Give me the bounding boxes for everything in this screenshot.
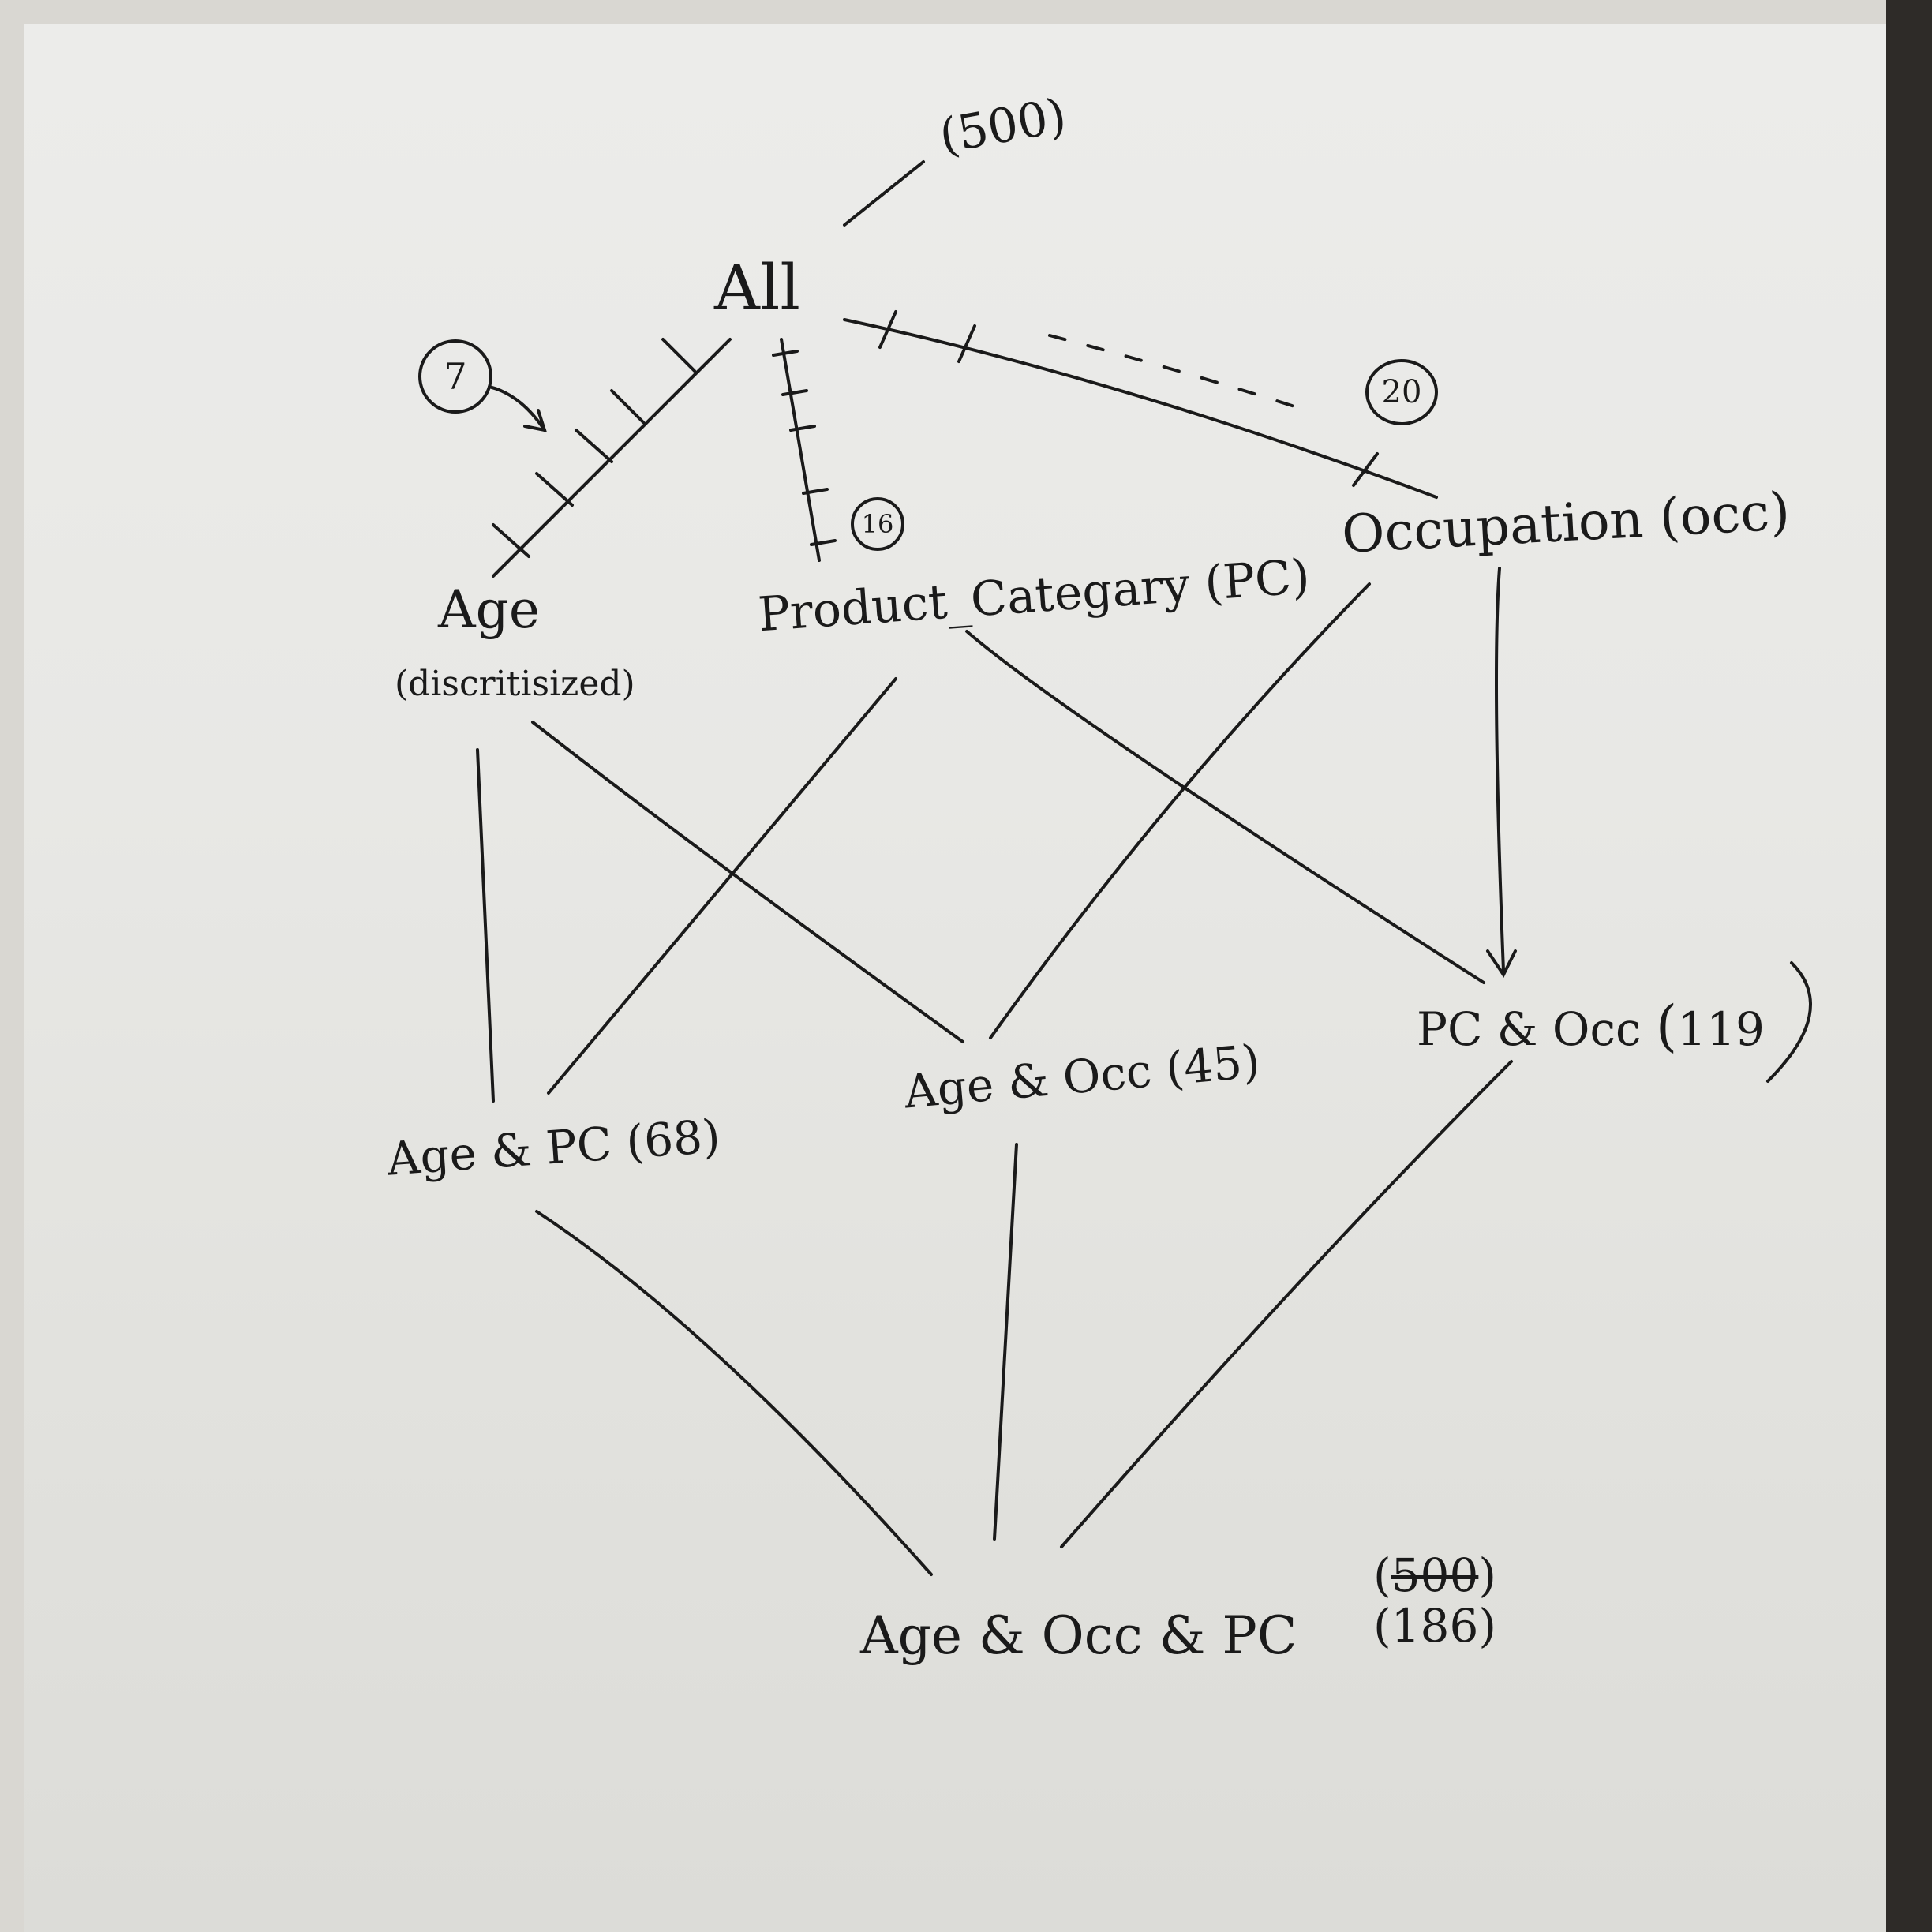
edge-all-occ-ticks — [878, 310, 1379, 487]
node-age-note: (discritisized) — [395, 667, 635, 702]
circled-count-occ-text: 20 — [1381, 374, 1422, 410]
node-age-note-text: (discritisized) — [395, 664, 635, 704]
edge-pc-pcocc — [965, 630, 1485, 984]
edge-all-pc — [780, 338, 821, 562]
circled-count-age: 7 — [418, 339, 492, 414]
node-age-occ-count: 45 — [1181, 1035, 1245, 1095]
paren-119 — [1766, 961, 1812, 1083]
edge-all-occ-dashes — [1048, 334, 1296, 408]
node-age-occ-pc-count: 186 — [1391, 1598, 1479, 1653]
arrow-seven — [488, 385, 546, 432]
node-age-occ-pc-label: Age & Occ & PC — [860, 1605, 1297, 1666]
node-all: All — [714, 256, 800, 320]
edge-pc-agepc — [547, 677, 897, 1095]
circled-count-age-text: 7 — [444, 355, 467, 398]
edge-ageocc-all3 — [993, 1143, 1018, 1541]
node-age-occ-pc: Age & Occ & PC — [860, 1610, 1297, 1662]
edge-all-occ — [843, 318, 1438, 499]
node-pc-occ-label: PC & Occ — [1417, 1002, 1642, 1056]
node-pc-occ: PC & Occ (119 — [1417, 994, 1765, 1058]
circled-count-pc-text: 16 — [861, 509, 894, 539]
notebook-page — [24, 24, 1886, 1932]
edge-all-total — [843, 160, 925, 227]
node-age-occ-pc-counts: (500) (186) — [1373, 1548, 1496, 1653]
node-age-pc-count: 68 — [642, 1110, 705, 1168]
edge-all-pc-ticks — [772, 350, 837, 546]
notebook-edge — [1886, 0, 1932, 1932]
circled-count-occ: 20 — [1365, 359, 1438, 425]
edge-age-agepc — [476, 748, 495, 1103]
node-pc-occ-count: 119 — [1677, 1002, 1765, 1056]
edge-all-age-ticks — [492, 338, 696, 558]
edge-agepc-all3 — [535, 1210, 933, 1576]
edge-occ-pcocc — [1495, 567, 1505, 972]
edge-all-age — [492, 338, 732, 578]
edge-pcocc-all3 — [1060, 1060, 1513, 1548]
edge-occ-ageocc — [989, 582, 1371, 1039]
node-age-occ-pc-old-count: 500 — [1391, 1548, 1479, 1602]
node-age: Age — [438, 584, 540, 636]
edge-age-ageocc — [531, 721, 964, 1043]
node-age-label: Age — [438, 579, 540, 640]
node-all-label: All — [714, 251, 800, 324]
circled-count-pc: 16 — [851, 497, 904, 551]
